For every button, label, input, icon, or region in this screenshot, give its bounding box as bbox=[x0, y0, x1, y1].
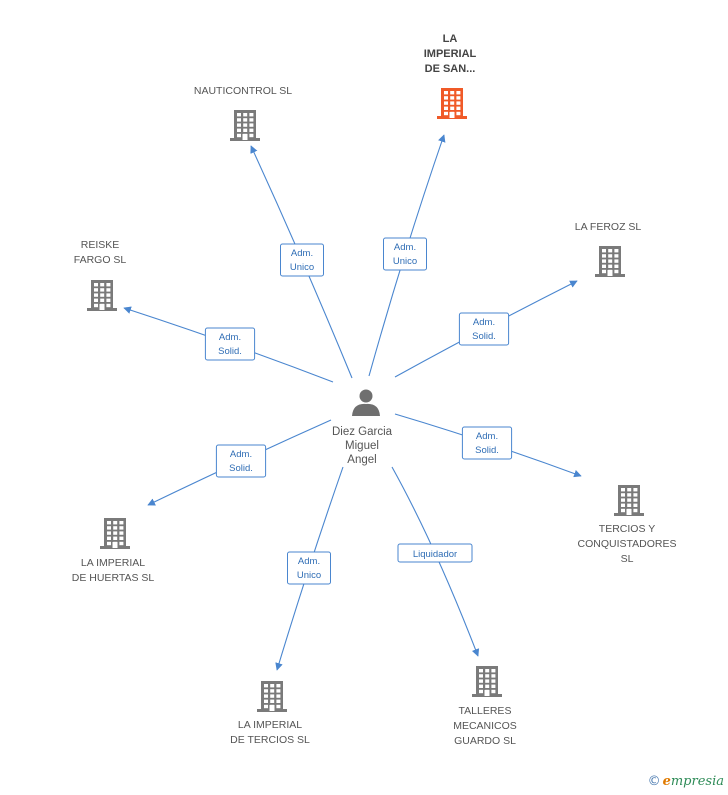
company-node-tercios-y-conquistadores[interactable]: TERCIOS Y CONQUISTADORES SL bbox=[578, 485, 677, 565]
company-label: LA IMPERIAL bbox=[81, 557, 145, 569]
person-icon bbox=[352, 389, 380, 416]
relation-box bbox=[215, 444, 267, 478]
company-label: DE TERCIOS SL bbox=[230, 734, 310, 746]
company-node-la-imperial-de-huertas[interactable]: LA IMPERIAL DE HUERTAS SL bbox=[72, 518, 155, 584]
person-name-line: Miguel bbox=[345, 440, 379, 452]
company-label: TALLERES bbox=[459, 705, 512, 717]
company-node-talleres-mecanicos-guardo[interactable]: TALLERES MECANICOS GUARDO SL bbox=[453, 666, 517, 747]
company-label: IMPERIAL bbox=[424, 48, 477, 60]
company-label: LA FEROZ SL bbox=[575, 221, 642, 233]
company-node-la-imperial-de-san[interactable]: LA IMPERIAL DE SAN... bbox=[424, 33, 477, 119]
relation-text: Unico bbox=[393, 256, 417, 267]
relation-text: Adm. bbox=[291, 248, 313, 259]
company-node-reiske-fargo[interactable]: REISKE FARGO SL bbox=[74, 239, 127, 311]
relation-label-reiske-fargo[interactable]: Adm. Solid. bbox=[204, 327, 256, 361]
building-icon[interactable] bbox=[472, 666, 502, 697]
relation-box bbox=[461, 426, 513, 460]
company-label: REISKE bbox=[81, 239, 120, 251]
relation-text: Adm. bbox=[394, 242, 416, 253]
company-label: CONQUISTADORES bbox=[578, 538, 677, 550]
relation-text: Adm. bbox=[230, 449, 252, 460]
relation-box bbox=[280, 243, 324, 277]
relation-label-la-imperial-de-huertas[interactable]: Adm. Solid. bbox=[215, 444, 267, 478]
company-label: LA bbox=[443, 33, 458, 45]
relation-label-la-imperial-de-tercios[interactable]: Adm. Unico bbox=[287, 551, 331, 585]
relation-text: Solid. bbox=[229, 463, 253, 474]
watermark-initial: e bbox=[662, 774, 671, 789]
company-label: GUARDO SL bbox=[454, 735, 516, 747]
company-node-nauticontrol[interactable]: NAUTICONTROL SL bbox=[194, 85, 292, 141]
relation-label-tercios-y-conquistadores[interactable]: Adm. Solid. bbox=[461, 426, 513, 460]
company-label: DE HUERTAS SL bbox=[72, 572, 155, 584]
company-label: DE SAN... bbox=[425, 63, 476, 75]
company-label: LA IMPERIAL bbox=[238, 719, 302, 731]
watermark-rest: mpresia bbox=[670, 774, 724, 789]
company-label: TERCIOS Y bbox=[599, 523, 655, 535]
relation-label-la-feroz[interactable]: Adm. Solid. bbox=[458, 312, 510, 346]
relation-text: Solid. bbox=[472, 331, 496, 342]
relation-label-la-imperial-de-san[interactable]: Adm. Unico bbox=[383, 237, 427, 271]
relation-text: Solid. bbox=[218, 346, 242, 357]
relation-box bbox=[397, 543, 473, 563]
relation-label-nauticontrol[interactable]: Adm. Unico bbox=[280, 243, 324, 277]
company-label: SL bbox=[621, 553, 634, 565]
relation-text: Adm. bbox=[219, 332, 241, 343]
company-node-la-feroz[interactable]: LA FEROZ SL bbox=[575, 221, 642, 277]
building-icon[interactable] bbox=[437, 88, 467, 119]
relation-text: Adm. bbox=[473, 317, 495, 328]
relation-box bbox=[204, 327, 256, 361]
relation-text: Solid. bbox=[475, 445, 499, 456]
relation-text: Adm. bbox=[298, 556, 320, 567]
relation-text: Liquidador bbox=[413, 549, 457, 560]
building-icon[interactable] bbox=[100, 518, 130, 549]
building-icon[interactable] bbox=[595, 246, 625, 277]
person-name-line: Angel bbox=[347, 454, 376, 466]
company-label: NAUTICONTROL SL bbox=[194, 85, 292, 97]
person-name-line: Diez Garcia bbox=[332, 426, 393, 438]
company-label: MECANICOS bbox=[453, 720, 517, 732]
building-icon[interactable] bbox=[614, 485, 644, 516]
relation-text: Unico bbox=[297, 570, 321, 581]
relation-box bbox=[383, 237, 427, 271]
building-icon[interactable] bbox=[257, 681, 287, 712]
relation-label-talleres-mecanicos-guardo[interactable]: Liquidador bbox=[397, 543, 473, 563]
company-label: FARGO SL bbox=[74, 254, 127, 266]
building-icon[interactable] bbox=[230, 110, 260, 141]
relation-box bbox=[287, 551, 331, 585]
company-node-la-imperial-de-tercios[interactable]: LA IMPERIAL DE TERCIOS SL bbox=[230, 681, 310, 746]
relation-text: Adm. bbox=[476, 431, 498, 442]
relation-text: Unico bbox=[290, 262, 314, 273]
relation-box bbox=[458, 312, 510, 346]
building-icon[interactable] bbox=[87, 280, 117, 311]
empresia-watermark: ©empresia bbox=[648, 774, 724, 789]
copyright-symbol: © bbox=[647, 774, 661, 789]
